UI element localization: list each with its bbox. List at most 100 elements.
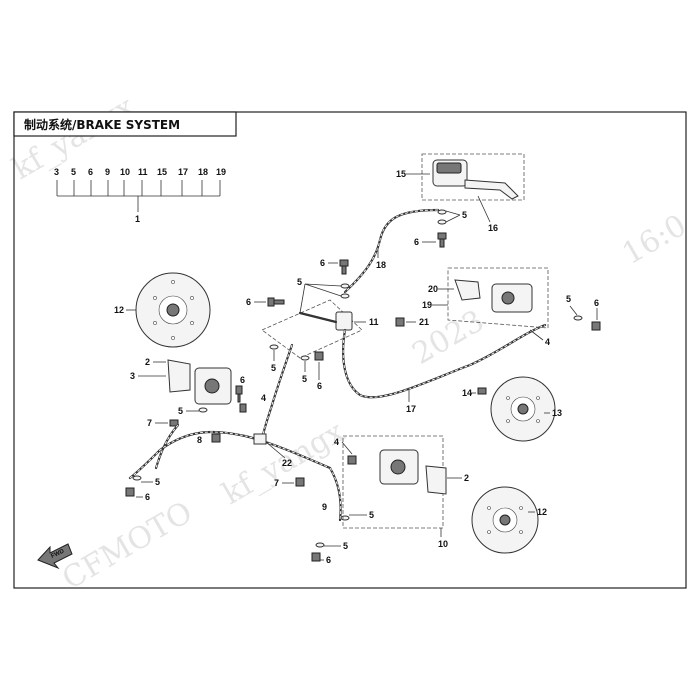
bracket-left <box>167 359 191 393</box>
callout-header-5: 5 <box>71 167 76 177</box>
callout-6c: 6 <box>326 555 331 565</box>
disc-left-top-hole <box>171 336 175 340</box>
callout-header-19: 19 <box>216 167 226 177</box>
bolt-left2 <box>235 385 243 403</box>
callout-4-left: 4 <box>261 393 266 403</box>
callout-9: 9 <box>322 502 327 512</box>
title-box <box>13 111 237 137</box>
callout-7a: 7 <box>147 418 152 428</box>
disc-left-top-center <box>166 303 180 317</box>
disc-right-hole <box>506 419 510 423</box>
washer-top-2 <box>437 219 447 225</box>
callout-header-17: 17 <box>178 167 188 177</box>
bolt-7b <box>295 477 305 487</box>
pipe-22-tee <box>253 433 267 445</box>
callout-16: 16 <box>488 223 498 233</box>
callout-5-top: 5 <box>462 210 467 220</box>
callout-5d-1: 5 <box>369 510 374 520</box>
disc-right-center <box>517 403 529 415</box>
page-title: 制动系统/BRAKE SYSTEM <box>24 117 180 132</box>
callout-2-right: 2 <box>464 473 469 483</box>
fwd-label: FWD <box>50 548 66 559</box>
brake-hose-9-inner <box>329 467 342 521</box>
bolt-left <box>267 297 285 307</box>
caliper-right-piston-mid <box>390 459 406 475</box>
master-cylinder-cap <box>436 162 462 174</box>
callout-5-left: 5 <box>178 406 183 416</box>
brake-hose-18-inner <box>344 209 439 293</box>
callout-8: 8 <box>197 435 202 445</box>
callout-11: 11 <box>369 317 379 327</box>
leader-4-rt <box>529 329 544 341</box>
callout-6-left: 6 <box>246 297 251 307</box>
disc-right-hole <box>506 396 510 400</box>
callout-19: 19 <box>422 300 432 310</box>
junction-block <box>335 311 353 331</box>
callout-3-left: 3 <box>130 371 135 381</box>
fwd-arrow: FWD <box>37 543 73 570</box>
bolt-6a <box>314 351 324 361</box>
washer-mid-1 <box>340 283 350 289</box>
disc-right-hole <box>536 419 540 423</box>
callout-header-main-1: 1 <box>135 214 140 224</box>
callout-5a: 5 <box>271 363 276 373</box>
callout-6-mid: 6 <box>320 258 325 268</box>
master-cylinder-assembly: 15 16 <box>396 153 525 233</box>
disc-left-top-hole <box>190 296 194 300</box>
callout-header-9: 9 <box>105 167 110 177</box>
callout-5-mid: 5 <box>297 277 302 287</box>
washer-5a <box>269 344 279 350</box>
callout-header-10: 10 <box>120 167 130 177</box>
washer-5b <box>300 355 310 361</box>
callout-5d-2: 5 <box>343 541 348 551</box>
bolt-top <box>437 232 447 248</box>
leader-16 <box>477 195 491 223</box>
callout-2-left: 2 <box>145 357 150 367</box>
bolt-mid-right <box>347 455 357 465</box>
washer-rt <box>573 315 583 321</box>
washer-5d-1 <box>340 515 350 521</box>
leader-5-mid <box>299 283 342 314</box>
brake-disc-left-top: 12 <box>114 272 211 348</box>
callout-6-left2: 6 <box>240 375 245 385</box>
leader-22 <box>265 441 286 459</box>
callout-13: 13 <box>552 408 562 418</box>
callout-header-18: 18 <box>198 167 208 177</box>
leader-5-top <box>445 210 461 223</box>
rear-caliper-box <box>447 267 549 329</box>
junction-box <box>261 299 363 359</box>
disc-bottom-hole <box>487 530 491 534</box>
callout-7b: 7 <box>274 478 279 488</box>
callout-18: 18 <box>376 260 386 270</box>
header-callouts: 3 5 6 9 10 11 15 17 18 19 1 <box>54 167 226 224</box>
callout-6a: 6 <box>317 381 322 391</box>
brake-hose-17-inner <box>342 324 546 398</box>
callout-22: 22 <box>282 458 292 468</box>
front-left-caliper-assembly: 2 3 5 6 <box>130 357 247 416</box>
watermark-5: CFMOTO <box>57 495 199 597</box>
disc-bottom-hole <box>519 530 523 534</box>
disc-left-top-hole <box>153 321 157 325</box>
washer-5d-2 <box>315 542 325 548</box>
bracket-right <box>425 465 447 495</box>
leader-4-mid <box>341 441 353 455</box>
disc-bottom-hole <box>487 506 491 510</box>
brake-hose-9 <box>328 466 342 522</box>
bolt-mid <box>339 259 349 275</box>
brake-disc-right: 13 14 <box>462 376 562 442</box>
junction-assembly: 11 21 <box>261 299 429 359</box>
bolt-rt <box>591 321 601 331</box>
brake-pads-right <box>454 279 481 301</box>
callout-20: 20 <box>428 284 438 294</box>
disc-bottom-center <box>499 514 511 526</box>
callout-15: 15 <box>396 169 406 179</box>
callout-10: 10 <box>438 539 448 549</box>
caliper-left-piston <box>204 378 220 394</box>
bolt-6c <box>311 552 321 562</box>
pipe-junction-left <box>298 311 338 324</box>
diagram-frame <box>13 111 687 589</box>
washer-top-1 <box>437 209 447 215</box>
bolt-21 <box>395 317 405 327</box>
callout-4-mid: 4 <box>334 437 339 447</box>
